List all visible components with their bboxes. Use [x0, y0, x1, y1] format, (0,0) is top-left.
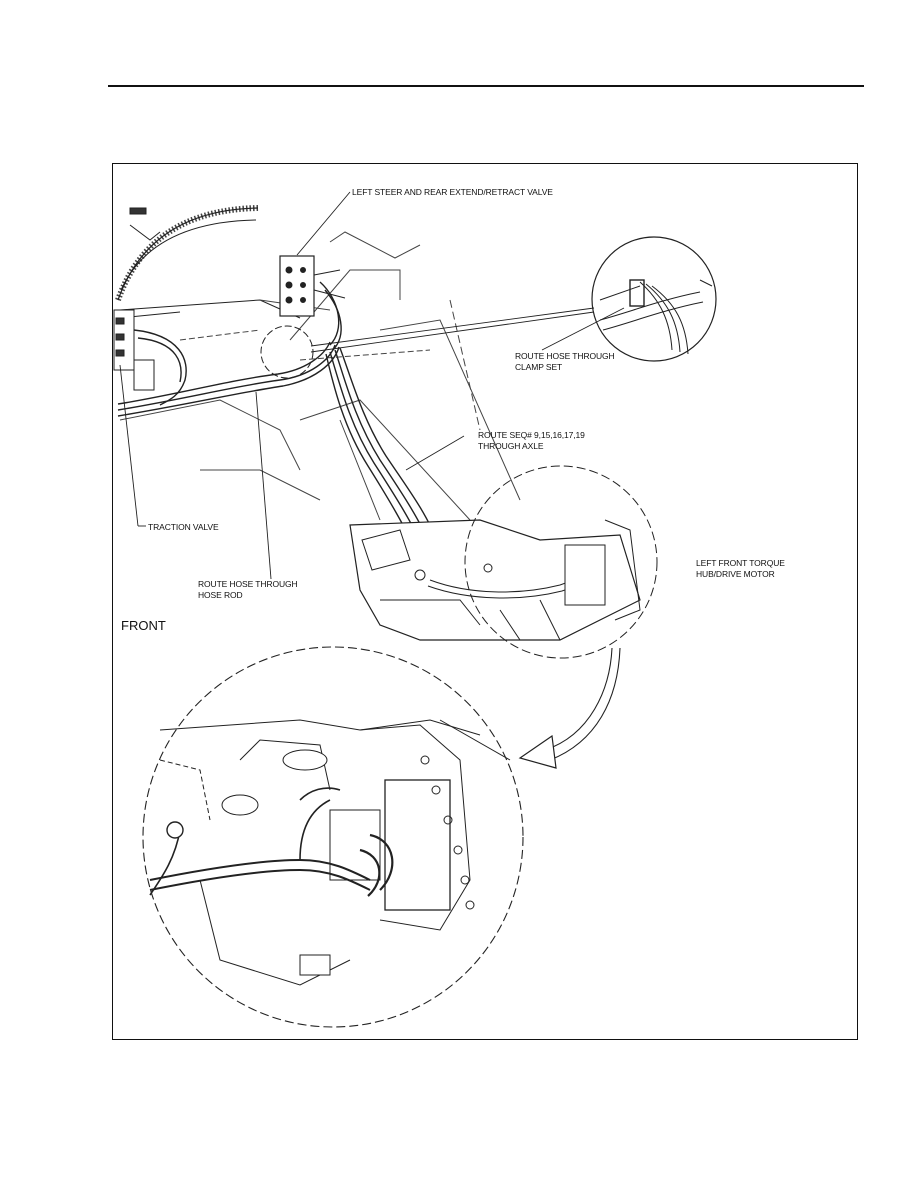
header-rule [108, 85, 864, 87]
hub-label-line1: LEFT FRONT TORQUE [696, 558, 785, 568]
traction-label: TRACTION VALVE [148, 522, 219, 532]
hose-bundle [117, 281, 438, 553]
label-leaders [119, 191, 625, 580]
clamp-label-line1: ROUTE HOSE THROUGH [515, 351, 615, 361]
valve-label: LEFT STEER AND REAR EXTEND/RETRACT VALVE [352, 187, 553, 197]
front-label: FRONT [121, 618, 166, 633]
clamp-leader [310, 307, 595, 347]
axle-housing [349, 519, 641, 641]
hoserod-label-line2: HOSE ROD [198, 590, 243, 600]
figure-frame [112, 163, 858, 1040]
detail-arrow [518, 647, 621, 769]
route-label-line1: ROUTE SEQ# 9,15,16,17,19 [478, 430, 585, 440]
hoserod-label-line1: ROUTE HOSE THROUGH [198, 579, 298, 589]
hub-label-line2: HUB/DRIVE MOTOR [696, 569, 775, 579]
traction-valve [113, 309, 155, 391]
hub-detail-marker [464, 465, 658, 659]
turntable-gear [115, 205, 301, 319]
clamp-label-line2: CLAMP SET [515, 362, 563, 372]
clamp-detail-marker [260, 325, 314, 379]
route-label-line2: THROUGH AXLE [478, 441, 544, 451]
enlarged-hub-view [142, 646, 524, 1028]
extend-retract-valve [279, 255, 346, 317]
clamp-detail-view [591, 236, 717, 362]
chassis-frame [119, 231, 521, 521]
